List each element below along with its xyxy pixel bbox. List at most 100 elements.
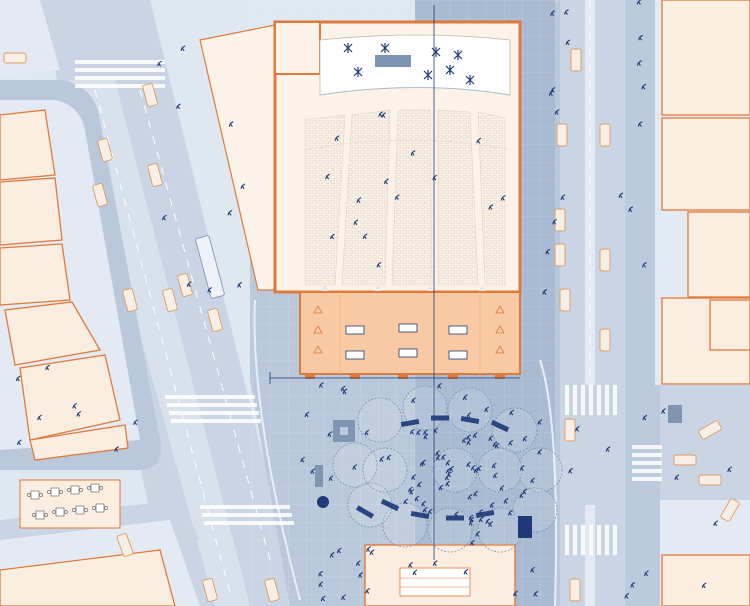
person-icon	[408, 561, 414, 568]
triangle-marker-icon	[313, 305, 323, 314]
person-icon	[411, 397, 416, 404]
cafe-table-icon	[67, 485, 83, 495]
car-icon	[698, 474, 722, 486]
plaza-curb	[253, 299, 301, 601]
person-icon	[533, 590, 539, 597]
kiosk-icon	[448, 325, 468, 335]
car-icon	[720, 498, 740, 522]
car-icon	[673, 454, 697, 466]
person-icon	[445, 459, 451, 466]
tree-canopy-icon	[477, 447, 523, 493]
person-icon	[15, 375, 21, 382]
person-icon	[37, 414, 42, 421]
person-icon	[507, 509, 513, 516]
tree-canopy-icon	[517, 447, 563, 493]
person-icon	[365, 587, 370, 594]
person-icon	[403, 498, 409, 505]
person-icon	[478, 509, 484, 515]
bench-icon	[380, 498, 400, 512]
person-icon	[636, 60, 642, 66]
person-icon	[519, 492, 525, 499]
person-icon	[161, 214, 167, 221]
person-icon	[466, 412, 472, 419]
person-icon	[334, 135, 340, 142]
person-icon	[560, 194, 566, 201]
kiosk-icon	[398, 323, 418, 333]
tree-canopy-icon	[432, 447, 478, 493]
person-icon	[643, 570, 649, 577]
person-icon	[394, 194, 400, 200]
person-icon	[447, 471, 452, 478]
person-icon	[207, 286, 213, 293]
car-icon	[554, 243, 566, 267]
person-icon	[478, 516, 484, 523]
tree-canopy-icon	[447, 387, 493, 433]
crosswalk-mid-left	[165, 395, 261, 423]
person-icon	[461, 437, 467, 444]
person-icon	[300, 456, 306, 463]
person-icon	[445, 467, 451, 474]
person-icon	[445, 65, 455, 75]
person-icon	[186, 281, 192, 288]
car-icon	[92, 183, 108, 207]
fountain-icon	[317, 496, 329, 508]
cafe-table-icon	[92, 503, 108, 513]
car-icon	[264, 578, 280, 602]
benches	[355, 415, 510, 521]
person-icon	[453, 50, 463, 60]
person-icon	[548, 90, 554, 97]
person-icon	[421, 500, 426, 507]
person-icon	[310, 468, 316, 475]
bench-icon	[410, 510, 430, 520]
person-icon	[441, 454, 446, 460]
person-icon	[318, 382, 324, 388]
person-icon	[329, 233, 335, 240]
person-icon	[674, 474, 680, 481]
person-icon	[356, 197, 362, 204]
triangle-marker-icon	[313, 325, 323, 334]
person-icon	[362, 233, 368, 240]
crosswalk-right-top	[565, 385, 617, 415]
tree-canopy-icon	[492, 407, 538, 453]
cafe-table-icon	[72, 505, 88, 515]
person-icon	[336, 547, 342, 554]
car-icon	[3, 52, 27, 64]
crosswalk-right-bottom	[565, 525, 617, 555]
person-icon	[472, 432, 478, 438]
lane-markings	[94, 0, 591, 601]
stage-platform	[375, 55, 411, 67]
left-blocks	[0, 0, 140, 461]
person-icon	[605, 446, 611, 453]
tree-canopy-icon	[332, 442, 378, 488]
person-icon	[638, 34, 643, 41]
person-icon	[508, 439, 514, 446]
bench-icon	[460, 415, 480, 425]
person-icon	[45, 364, 51, 371]
car-icon	[556, 123, 568, 147]
person-icon	[376, 261, 382, 268]
person-icon	[445, 480, 451, 487]
cafe-table-icon	[27, 490, 43, 500]
far-right-street	[625, 0, 660, 606]
person-icon	[325, 173, 330, 180]
person-icon	[701, 582, 707, 589]
car-icon	[599, 123, 611, 147]
canopy-columns	[305, 374, 505, 379]
person-icon	[432, 174, 438, 181]
person-icon	[492, 472, 498, 479]
outdoor-cafe-area	[19, 479, 121, 529]
person-icon	[412, 569, 418, 576]
cafe-table-icon	[47, 487, 63, 497]
person-icon	[408, 486, 413, 493]
person-icon	[522, 435, 528, 442]
seating-blocks	[304, 109, 506, 286]
person-icon	[327, 431, 333, 437]
person-icon	[637, 121, 643, 127]
person-icon	[618, 192, 624, 199]
person-icon	[419, 460, 425, 467]
kiosk-icon	[315, 465, 323, 487]
right-blocks	[655, 0, 750, 606]
tree-canopy-icon	[427, 507, 473, 553]
bench-icon	[446, 515, 464, 521]
triangle-marker-icon	[495, 305, 505, 314]
